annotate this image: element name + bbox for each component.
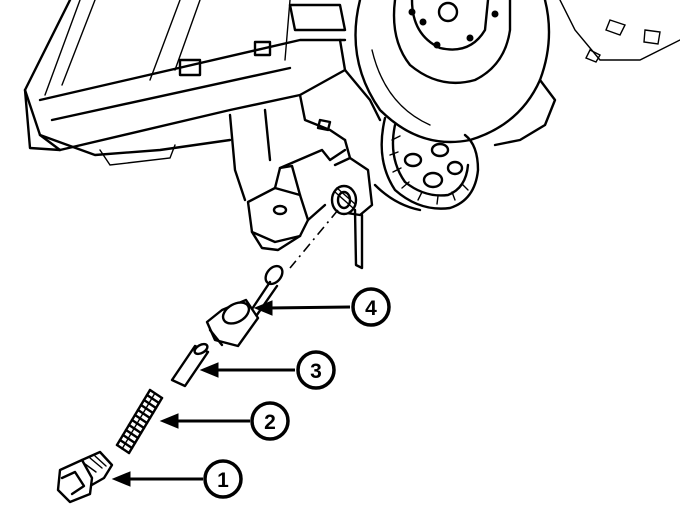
timing-chain-icon — [373, 116, 480, 212]
callout-3-label: 3 — [310, 360, 322, 383]
spring-icon — [115, 388, 164, 455]
callout-3: 3 — [296, 350, 336, 390]
callout-1-label: 1 — [217, 469, 229, 492]
pin-icon — [170, 342, 210, 388]
threaded-plug-icon — [56, 450, 114, 504]
callout-4: 4 — [351, 287, 391, 327]
callout-1: 1 — [203, 459, 243, 499]
plunger-assembly-icon — [205, 264, 284, 348]
callout-2: 2 — [250, 401, 290, 441]
engine-block-icon — [23, 0, 680, 202]
callout-leaders — [111, 300, 351, 487]
callout-2-label: 2 — [264, 411, 276, 434]
mount-bracket-icon — [246, 148, 347, 252]
alignment-line — [289, 209, 339, 269]
threaded-port-icon — [330, 138, 374, 270]
callout-4-label: 4 — [365, 297, 377, 320]
